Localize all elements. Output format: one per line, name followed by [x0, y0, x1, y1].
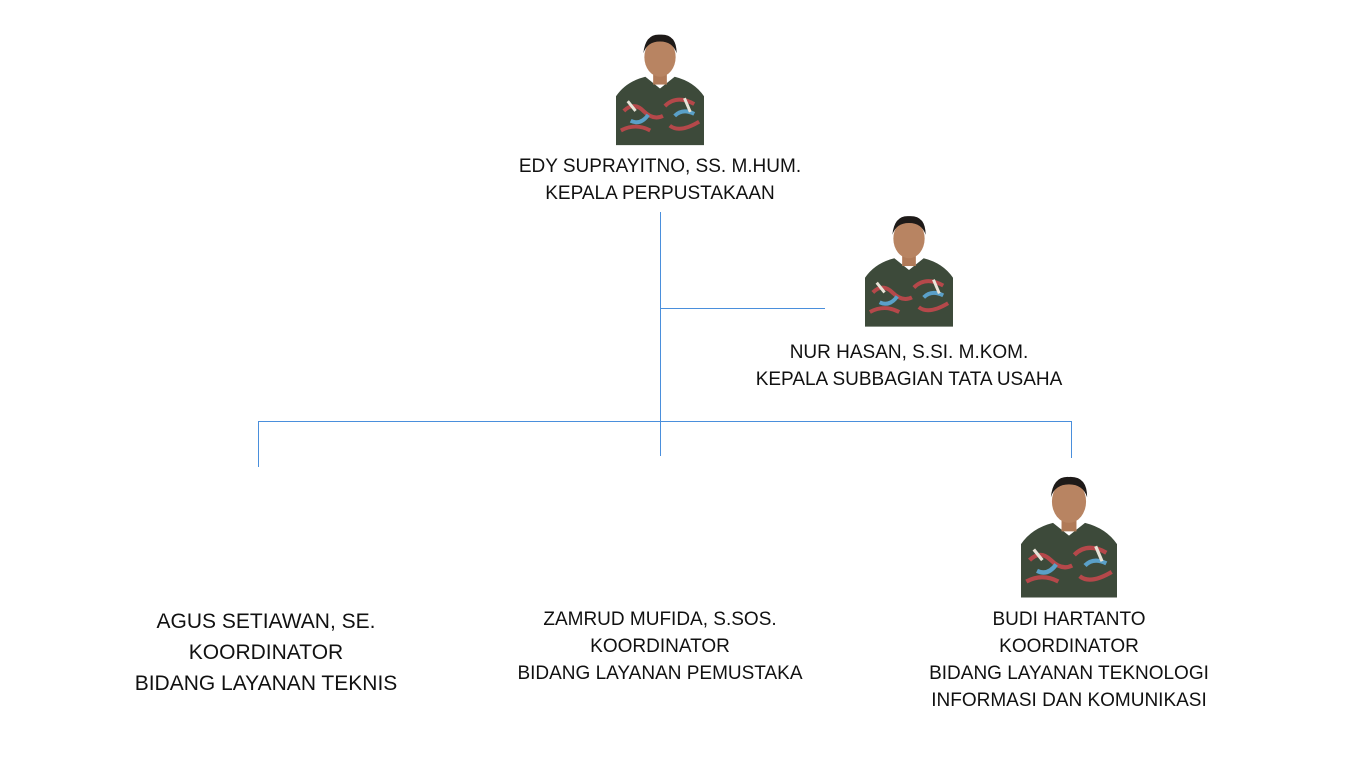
head-role: KEPALA PERPUSTAKAAN: [545, 183, 775, 204]
admin-role: KEPALA SUBBAGIAN TATA USAHA: [755, 369, 1063, 390]
node-admin: NUR HASAN, S.SI. M.KOM. KEPALA SUBBAGIAN…: [756, 339, 1063, 393]
connector-admin-branch: [660, 308, 825, 309]
admin-name: NUR HASAN, S.SI. M.KOM.: [789, 342, 1029, 363]
connector-ict-drop: [1071, 421, 1072, 458]
head-photo: [616, 27, 704, 146]
connector-coordinators-horizontal: [258, 421, 1072, 422]
user-services-role: KOORDINATOR: [590, 636, 730, 657]
node-technical: AGUS SETIAWAN, SE. KOORDINATOR BIDANG LA…: [135, 606, 398, 699]
head-name: EDY SUPRAYITNO, SS. M.HUM.: [518, 156, 802, 177]
user-services-name: ZAMRUD MUFIDA, S.SOS.: [543, 609, 777, 630]
ict-unit-line2: INFORMASI DAN KOMUNIKASI: [931, 690, 1207, 711]
node-user-services: ZAMRUD MUFIDA, S.SOS. KOORDINATOR BIDANG…: [517, 606, 802, 687]
ict-role: KOORDINATOR: [999, 636, 1139, 657]
technical-name: AGUS SETIAWAN, SE.: [156, 610, 376, 633]
connector-head-vertical: [660, 212, 661, 456]
technical-unit: BIDANG LAYANAN TEKNIS: [134, 672, 398, 695]
node-head: EDY SUPRAYITNO, SS. M.HUM. KEPALA PERPUS…: [519, 153, 801, 207]
ict-unit-line1: BIDANG LAYANAN TEKNOLOGI: [929, 663, 1209, 684]
technical-role: KOORDINATOR: [188, 641, 344, 664]
ict-name: BUDI HARTANTO: [992, 609, 1146, 630]
connector-technical-drop: [258, 421, 259, 467]
ict-photo: [1021, 467, 1117, 600]
admin-photo: [865, 205, 953, 331]
user-services-unit: BIDANG LAYANAN PEMUSTAKA: [517, 663, 803, 684]
node-ict: BUDI HARTANTO KOORDINATOR BIDANG LAYANAN…: [929, 606, 1209, 714]
